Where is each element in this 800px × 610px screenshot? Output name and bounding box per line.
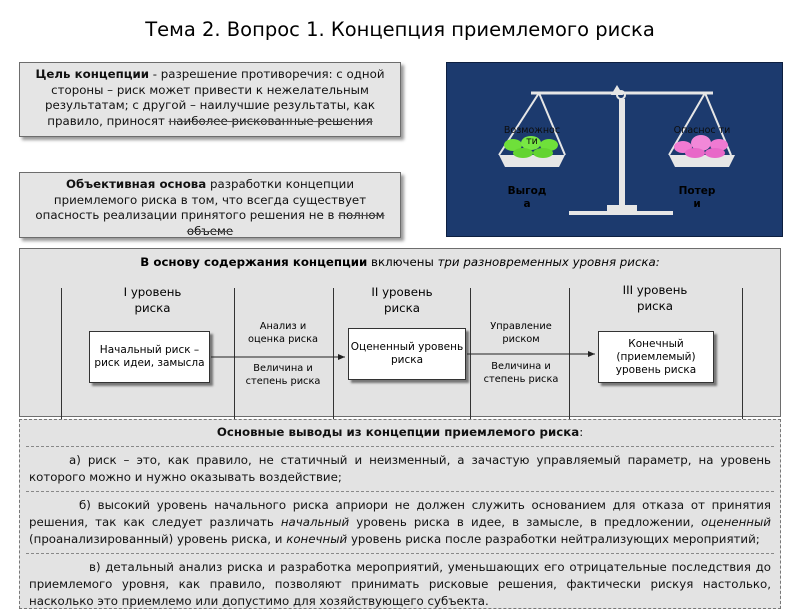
scale-right-bottom: Потер и — [678, 185, 716, 210]
transition-1-top: Анализ и оценка риска — [247, 321, 319, 345]
scale-left-label: Возможнос ти — [503, 125, 561, 147]
conclusion-b-part1: б) высокий уровень начального риска апри… — [29, 498, 771, 529]
goal-box: Цель концепции - разрешение противоречия… — [19, 62, 401, 137]
conclusions-heading: Основные выводы из концепции приемлемого… — [20, 424, 780, 441]
level-2-title: II уровень риска — [371, 285, 433, 315]
basis-bold: Объективная основа — [65, 177, 207, 191]
level-2-box: Оцененный уровень риска — [348, 328, 466, 380]
conclusion-b-part2: уровень риска в идее, в замысле, в предл… — [349, 515, 702, 529]
levels-heading-italic: три разновременных уровня риска: — [437, 255, 660, 269]
divider-line — [234, 288, 235, 420]
page-title: Тема 2. Вопрос 1. Концепция приемлемого … — [145, 18, 655, 41]
scales-drawing — [498, 85, 735, 215]
goal-last: наиболее рискованные решения — [168, 113, 373, 128]
divider-line — [61, 288, 62, 420]
scales-illustration: Возможнос ти Опаснос ти Выгод а Потер и — [446, 62, 783, 237]
level-3-box: Конечный (приемлемый) уровень риска — [598, 331, 714, 383]
separator — [26, 446, 774, 447]
conclusion-b: б) высокий уровень начального риска апри… — [20, 497, 780, 548]
levels-heading-bold: В основу содержания концепции — [140, 255, 368, 269]
scale-right-label: Опаснос ти — [673, 125, 731, 136]
basis-box: Объективная основа разработки концепции … — [19, 172, 401, 238]
conclusion-c: в) детальный анализ риска и разработка м… — [29, 560, 771, 608]
transition-1-bottom: Величина и степень риска — [245, 363, 321, 387]
goal-text: - разрешение противоречия: с одной сторо… — [45, 67, 385, 128]
goal-bold: Цель концепции — [35, 67, 150, 81]
conclusions-panel: Основные выводы из концепции приемлемого… — [19, 419, 781, 609]
divider-line — [470, 288, 471, 420]
conclusions-colon: : — [579, 425, 584, 439]
transition-2-bottom: Величина и степень риска — [483, 361, 559, 385]
levels-heading: В основу содержания концепции включены т… — [20, 255, 780, 269]
basis-text: разработки концепции приемлемого риска в… — [35, 177, 367, 222]
level-3-title: III уровень риска — [622, 283, 688, 313]
divider-line — [742, 288, 743, 420]
basis-last: полном объеме — [186, 208, 385, 238]
conclusion-b-italic3: конечный — [286, 532, 348, 546]
level-1-box: Начальный риск – риск идеи, замысла — [89, 331, 210, 383]
divider-line — [333, 288, 334, 420]
divider-line — [569, 288, 570, 420]
level-1-title: I уровень риска — [123, 285, 182, 315]
separator — [26, 553, 774, 554]
levels-heading-text: включены — [367, 255, 438, 269]
conclusions-heading-bold: Основные выводы из концепции приемлемого… — [216, 425, 580, 439]
conclusion-b-italic1: начальный — [280, 515, 350, 529]
conclusion-a: а) риск – это, как правило, не статичный… — [29, 453, 771, 484]
scale-left-bottom: Выгод а — [507, 185, 547, 210]
separator — [26, 491, 774, 492]
conclusion-b-italic2: оцененный — [701, 515, 771, 529]
conclusion-b-part4: уровень риска после разработки нейтрализ… — [347, 532, 760, 546]
conclusion-b-part3: (проанализированный) уровень риска, и — [29, 532, 287, 546]
transition-2-top: Управление риском — [490, 321, 552, 345]
